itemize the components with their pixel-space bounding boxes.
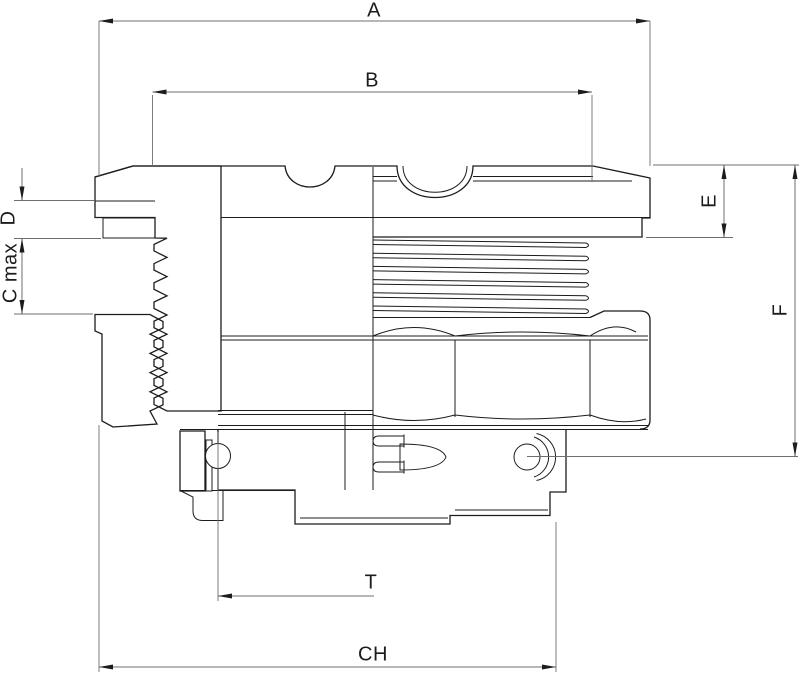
lamella-slot bbox=[399, 443, 447, 471]
external-thread bbox=[372, 239, 590, 318]
lower-clamp-body bbox=[180, 430, 567, 525]
lamella-details bbox=[205, 433, 557, 492]
dimension-a bbox=[98, 18, 651, 672]
dim-label-b: B bbox=[365, 69, 379, 92]
hole-chamfer-arc-2 bbox=[536, 433, 557, 481]
dim-label-t: T bbox=[364, 571, 378, 594]
dimension-t bbox=[217, 432, 374, 601]
dimension-d-and-cmax bbox=[14, 168, 101, 315]
dimension-e bbox=[646, 164, 799, 238]
lamella-pin-upper bbox=[372, 435, 405, 447]
mounting-hole-right bbox=[513, 443, 541, 471]
dim-label-f: F bbox=[769, 303, 792, 317]
wrench-groove-inner-wall bbox=[402, 165, 468, 193]
hole-chamfer-arc-1 bbox=[533, 436, 550, 478]
bore-internal-edges bbox=[180, 410, 648, 490]
locknut-section bbox=[94, 313, 164, 428]
claw-foot-outline bbox=[180, 490, 224, 521]
dome-cap-outline bbox=[94, 165, 651, 490]
seal-ring-section bbox=[102, 217, 156, 239]
dim-label-a: A bbox=[367, 0, 381, 22]
hex-nut bbox=[221, 310, 651, 430]
clamp-leg-section bbox=[179, 430, 206, 492]
lamella-pin-lower bbox=[372, 461, 405, 473]
dim-label-d: D bbox=[0, 211, 21, 226]
dim-label-e: E bbox=[698, 194, 721, 208]
cap-and-wall-section bbox=[94, 165, 222, 412]
dimension-b bbox=[152, 89, 593, 182]
dimension-ch bbox=[99, 522, 557, 672]
dimension-f bbox=[527, 165, 798, 457]
dim-label-c-max: C max bbox=[0, 242, 22, 304]
dim-label-ch: CH bbox=[358, 643, 388, 666]
